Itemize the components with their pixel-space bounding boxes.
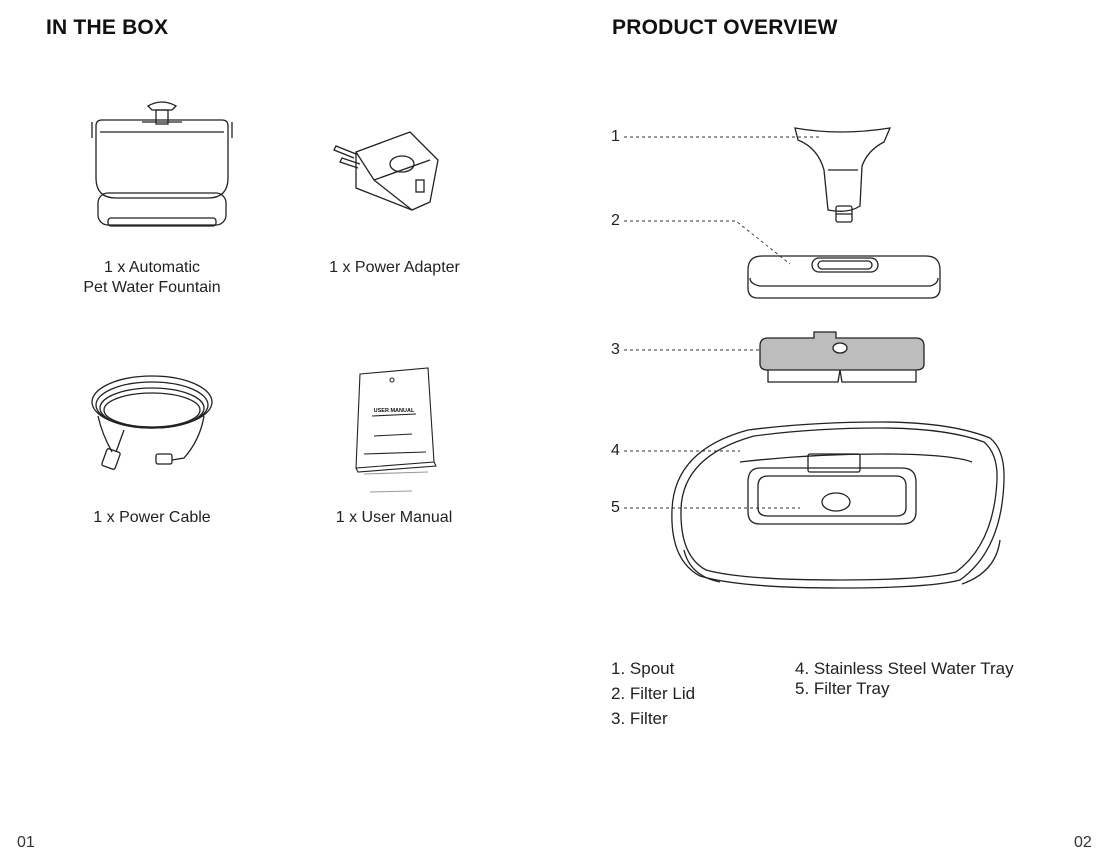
product-exploded-diagram bbox=[624, 127, 1005, 589]
legend-filter-tray: 5. Filter Tray bbox=[795, 679, 890, 698]
legend-water-tray: 4. Stainless Steel Water Tray bbox=[795, 659, 1014, 678]
in-the-box-heading: IN THE BOX bbox=[46, 16, 169, 39]
spout-part bbox=[794, 127, 892, 223]
page-number-left: 01 bbox=[17, 834, 35, 851]
manual-caption: 1 x User Manual bbox=[335, 509, 453, 526]
filter-tray-part bbox=[747, 453, 917, 525]
filter-lid-part bbox=[747, 255, 941, 299]
product-overview-heading: PRODUCT OVERVIEW bbox=[612, 16, 838, 39]
water-fountain-icon bbox=[91, 101, 233, 227]
callout-5: 5 bbox=[611, 499, 620, 516]
cable-caption: 1 x Power Cable bbox=[93, 509, 211, 526]
callout-2: 2 bbox=[611, 212, 620, 229]
filter-part bbox=[759, 331, 925, 383]
leader-lines bbox=[624, 136, 835, 509]
power-adapter-icon bbox=[333, 131, 439, 211]
legend-filter: 3. Filter bbox=[611, 709, 668, 728]
page-number-right: 02 bbox=[1074, 834, 1092, 851]
power-cable-icon bbox=[91, 375, 213, 470]
legend-spout: 1. Spout bbox=[611, 659, 675, 678]
water-tray-part bbox=[671, 421, 1005, 589]
callout-1: 1 bbox=[611, 128, 620, 145]
manual-cover-title: USER MANUAL bbox=[374, 408, 415, 414]
user-manual-icon: USER MANUAL bbox=[355, 367, 437, 493]
callout-4: 4 bbox=[611, 442, 620, 459]
adapter-caption: 1 x Power Adapter bbox=[329, 259, 460, 276]
fountain-caption: 1 x Automatic Pet Water Fountain bbox=[83, 259, 221, 296]
callout-3: 3 bbox=[611, 341, 620, 358]
legend-filter-lid: 2. Filter Lid bbox=[611, 684, 696, 703]
